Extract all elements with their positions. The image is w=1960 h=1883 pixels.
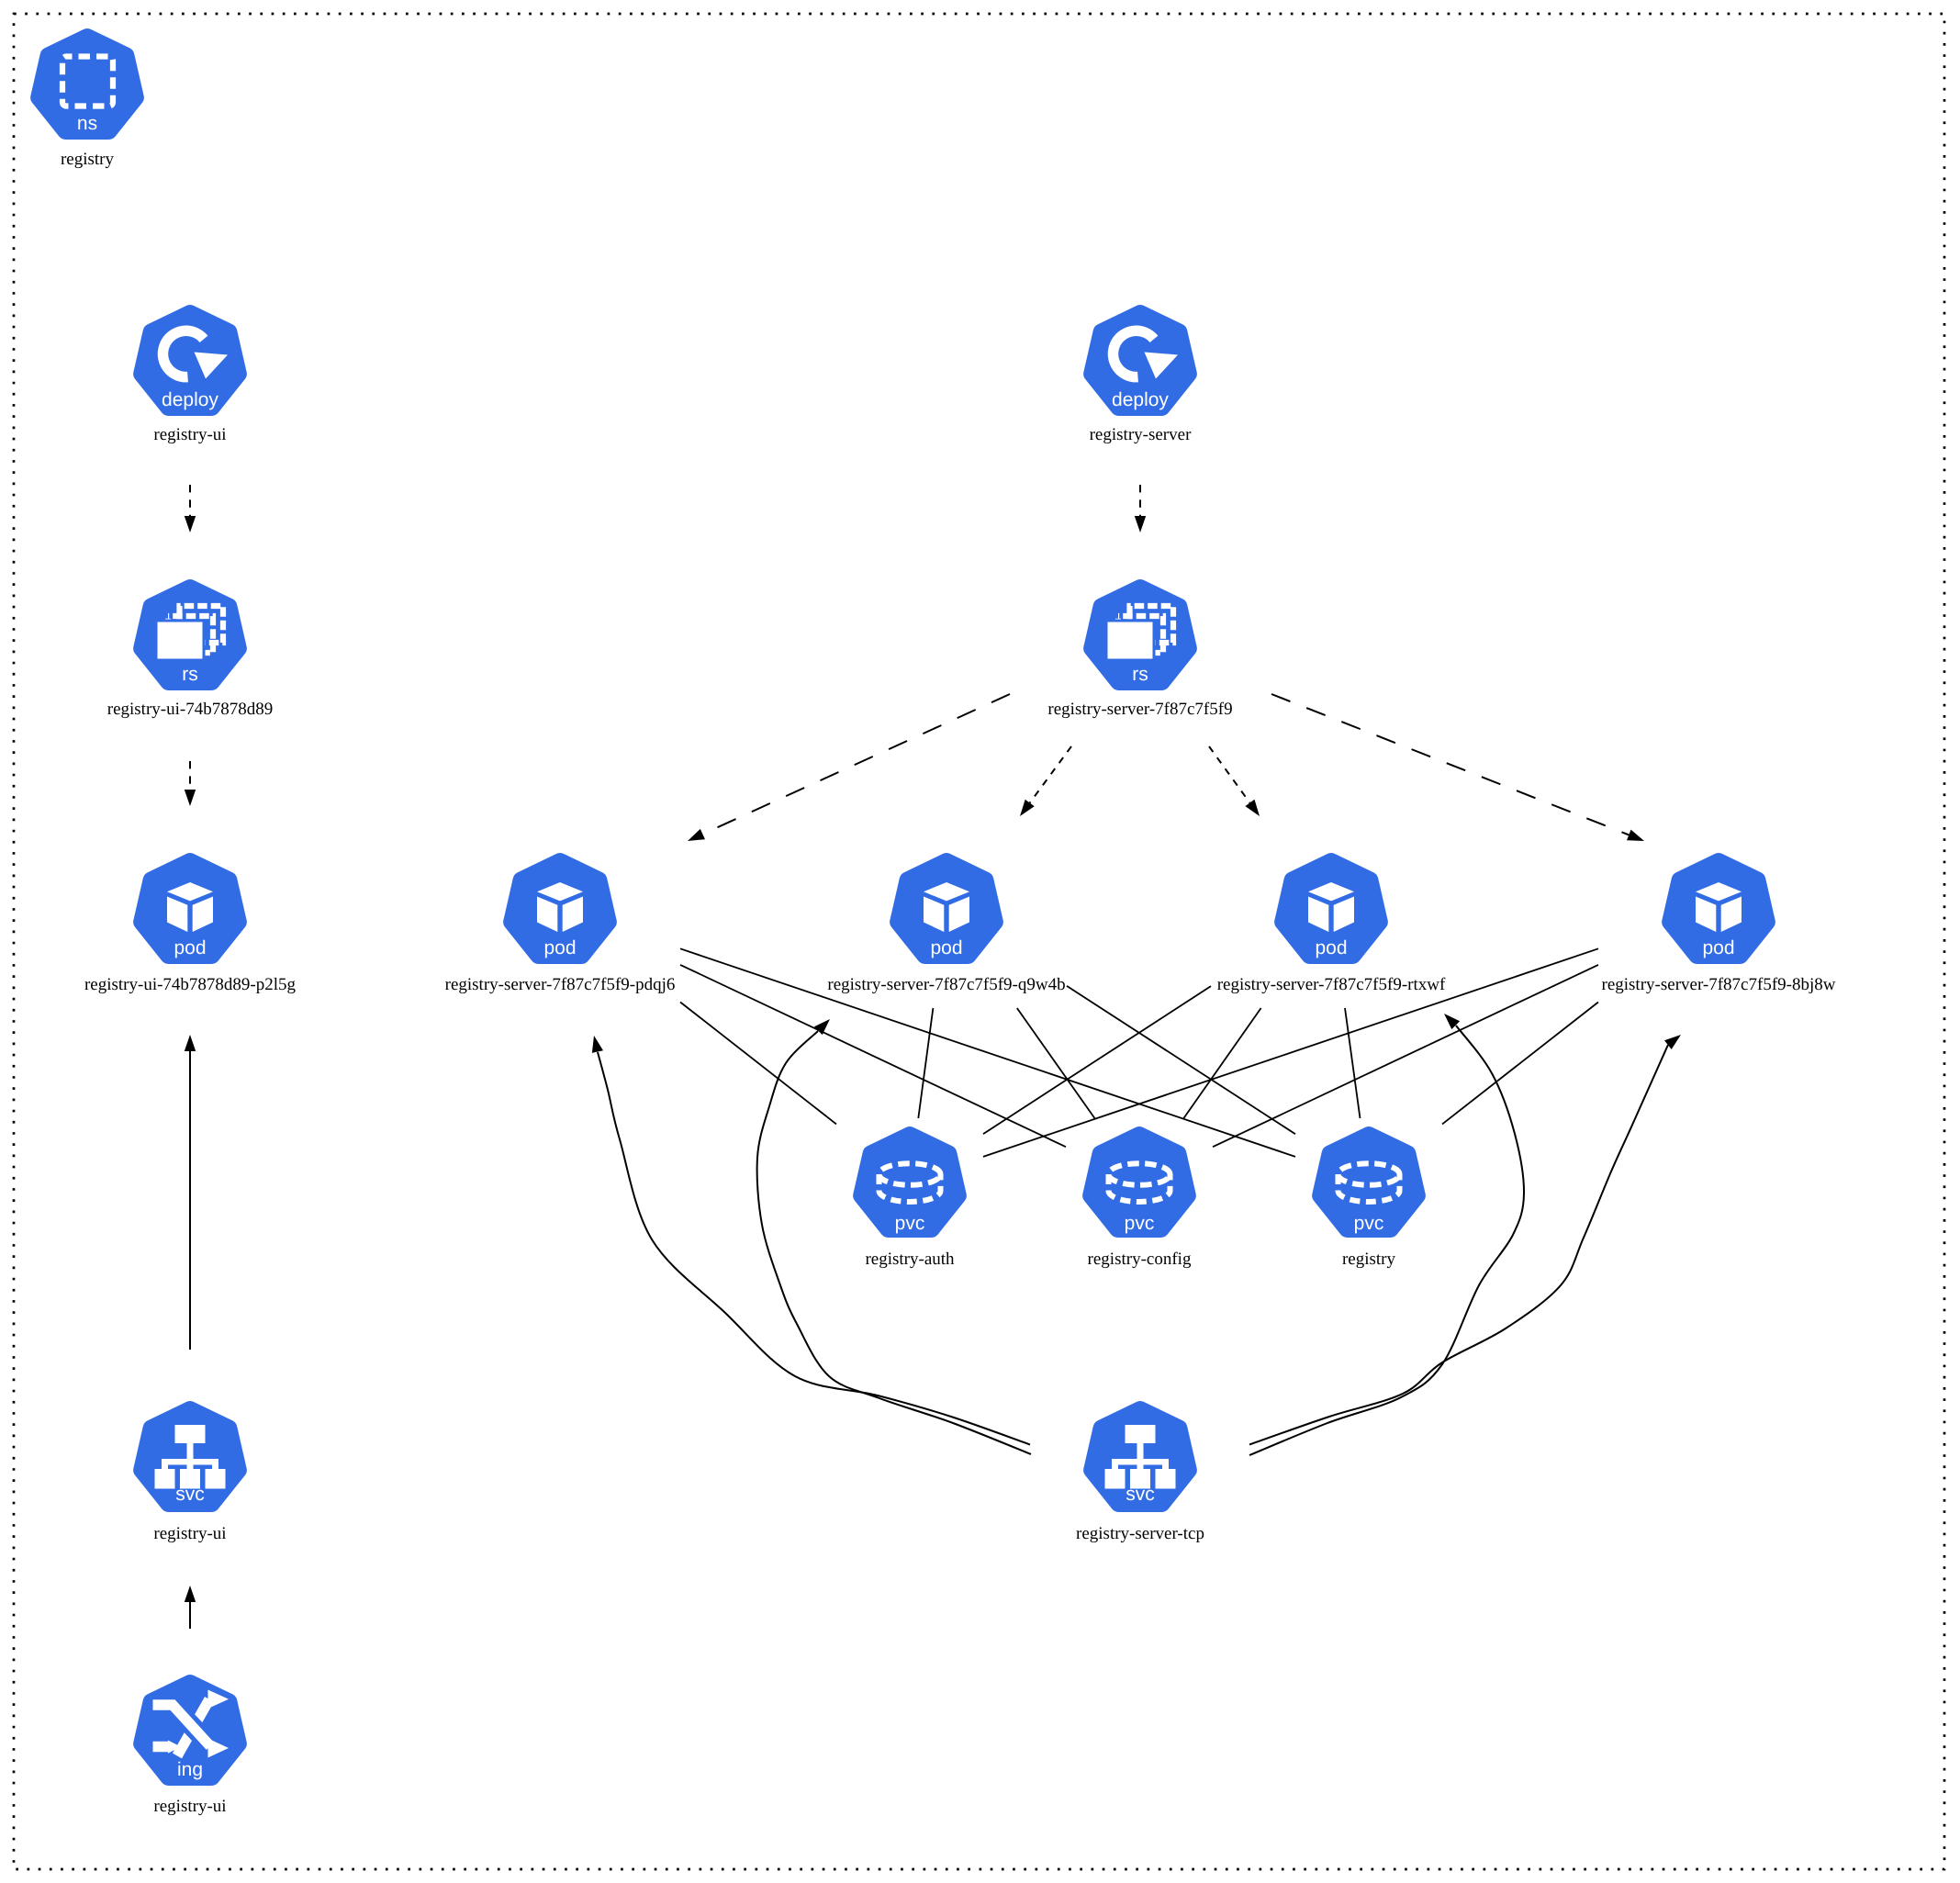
svg-text:rs: rs [182,664,198,685]
svg-text:registry-ui: registry-ui [153,1524,226,1543]
svg-text:pvc: pvc [1125,1213,1155,1234]
svg-text:registry-ui-74b7878d89: registry-ui-74b7878d89 [107,700,273,719]
svg-text:registry-ui-74b7878d89-p2l5g: registry-ui-74b7878d89-p2l5g [84,975,297,994]
svg-text:ns: ns [77,113,97,134]
svg-text:pod: pod [174,937,206,958]
svg-text:registry-server-7f87c7f5f9-q9w: registry-server-7f87c7f5f9-q9w4b [827,975,1065,994]
svg-text:deploy: deploy [1112,389,1169,410]
svg-text:registry-config: registry-config [1088,1250,1192,1269]
svg-text:deploy: deploy [162,389,218,410]
svg-text:registry-server: registry-server [1090,425,1192,444]
svg-text:registry-server-7f87c7f5f9-rtx: registry-server-7f87c7f5f9-rtxwf [1217,975,1446,994]
svg-text:pvc: pvc [1354,1213,1384,1234]
svg-text:registry-server-tcp: registry-server-tcp [1076,1524,1204,1543]
svg-text:pod: pod [930,937,962,958]
svg-text:registry-ui: registry-ui [153,1797,226,1816]
svg-text:svc: svc [175,1484,205,1505]
svg-text:registry-auth: registry-auth [865,1250,955,1269]
svg-text:registry-server-7f87c7f5f9-8bj: registry-server-7f87c7f5f9-8bj8w [1602,975,1836,994]
svg-text:registry-ui: registry-ui [153,425,226,444]
svg-text:pod: pod [543,937,576,958]
svg-text:pod: pod [1315,937,1347,958]
svg-text:registry-server-7f87c7f5f9-pdq: registry-server-7f87c7f5f9-pdqj6 [445,975,676,994]
svg-text:registry-server-7f87c7f5f9: registry-server-7f87c7f5f9 [1047,700,1232,719]
svg-text:pvc: pvc [895,1213,925,1234]
svg-text:pod: pod [1702,937,1734,958]
svg-text:ing: ing [177,1759,203,1780]
svg-text:registry: registry [1342,1250,1396,1269]
svg-text:svc: svc [1126,1484,1155,1505]
svg-text:registry: registry [61,150,115,169]
svg-text:rs: rs [1132,664,1148,685]
